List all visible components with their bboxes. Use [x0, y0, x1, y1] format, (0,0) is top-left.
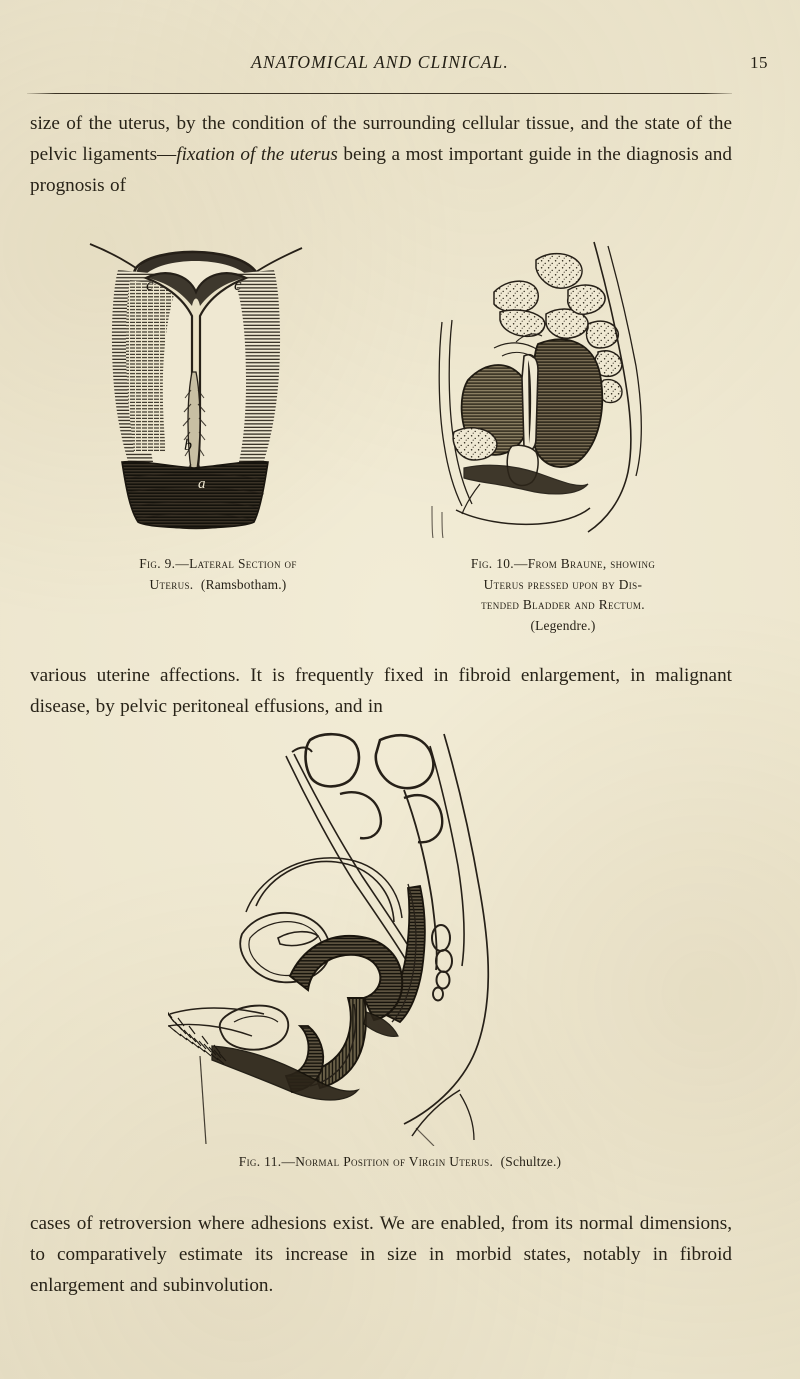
uterus-body [288, 934, 404, 1022]
header-rule [27, 93, 732, 94]
pubic-symphysis [452, 427, 498, 461]
label-a: a [198, 476, 206, 492]
paragraph-top-italic: fixation of the uterus [176, 144, 338, 166]
figure-11-attribution: (Schultze.) [500, 1154, 562, 1169]
figure-11-caption: Fig. 11.—Normal Position of Virgin Uteru… [60, 1152, 740, 1173]
distended-rectum [529, 338, 604, 468]
paragraph-top-part1: size of the uterus, by the condition of … [30, 113, 732, 166]
label-c-left: c [146, 275, 154, 294]
figure-9-caption-line-1: Lateral Section of [189, 556, 297, 571]
uterine-cavity-line [528, 360, 532, 444]
label-b: b [184, 437, 192, 454]
perineal-body [211, 1045, 361, 1101]
douglas-pouch [363, 1011, 399, 1037]
figure-9-illustration: c c b a [88, 222, 304, 532]
running-head: ANATOMICAL AND CLINICAL. 15 [30, 52, 767, 78]
figure-10-attribution: (Legendre.) [530, 617, 596, 633]
figure-10-number: Fig. 10. [470, 556, 514, 571]
figure-10-caption-line-2: Uterus pressed upon by Dis- [483, 576, 643, 592]
paragraph-middle: various uterine affections. It is freque… [30, 665, 732, 718]
figure-10-caption-line-3: tended Bladder and Rectum. [481, 597, 645, 613]
paragraph-bottom: cases of retroversion where adhesions ex… [30, 1213, 732, 1297]
round-ligament-section [277, 930, 320, 947]
cervix-and-vagina [312, 997, 367, 1090]
figure-9-number: Fig. 9. [139, 556, 176, 571]
figure-9-caption-line-2: Uterus. [149, 576, 194, 592]
figure-11-illustration [168, 726, 624, 1146]
running-head-title: ANATOMICAL AND CLINICAL. [251, 52, 509, 72]
pubic-hair-stippling [168, 1011, 227, 1065]
figure-9-dash: — [175, 556, 190, 571]
coccyx-segments [431, 924, 453, 1002]
cervix-vaginal-portion [121, 460, 269, 529]
vaginal-fold-lines [127, 473, 265, 521]
cavity-roof [148, 273, 244, 306]
page-number: 15 [750, 53, 768, 72]
figure-9-attribution: (Ramsbotham.) [200, 576, 287, 592]
figure-10-dash: — [514, 556, 528, 571]
figure-10-illustration [428, 238, 668, 538]
figure-11-dash: — [281, 1154, 296, 1169]
figure-11-number: Fig. 11. [238, 1154, 282, 1169]
pelvic-floor [463, 464, 589, 495]
figure-9-caption: Fig. 9.—Lateral Section of Uterus. (Rams… [58, 554, 378, 595]
paragraph-top-part2: being a most important guide in the diag… [30, 144, 732, 197]
figure-10-caption: Fig. 10.—From Braune, showing Uterus pre… [398, 554, 728, 636]
paragraph-top: size of the uterus, by the condition of … [30, 108, 732, 202]
figure-11-caption-line-1: Normal Position of Virgin Uterus. [295, 1154, 494, 1169]
label-c-right: c [234, 275, 242, 294]
rectum [382, 884, 426, 1024]
figure-10-caption-line-1: From Braune, showing [527, 556, 656, 571]
